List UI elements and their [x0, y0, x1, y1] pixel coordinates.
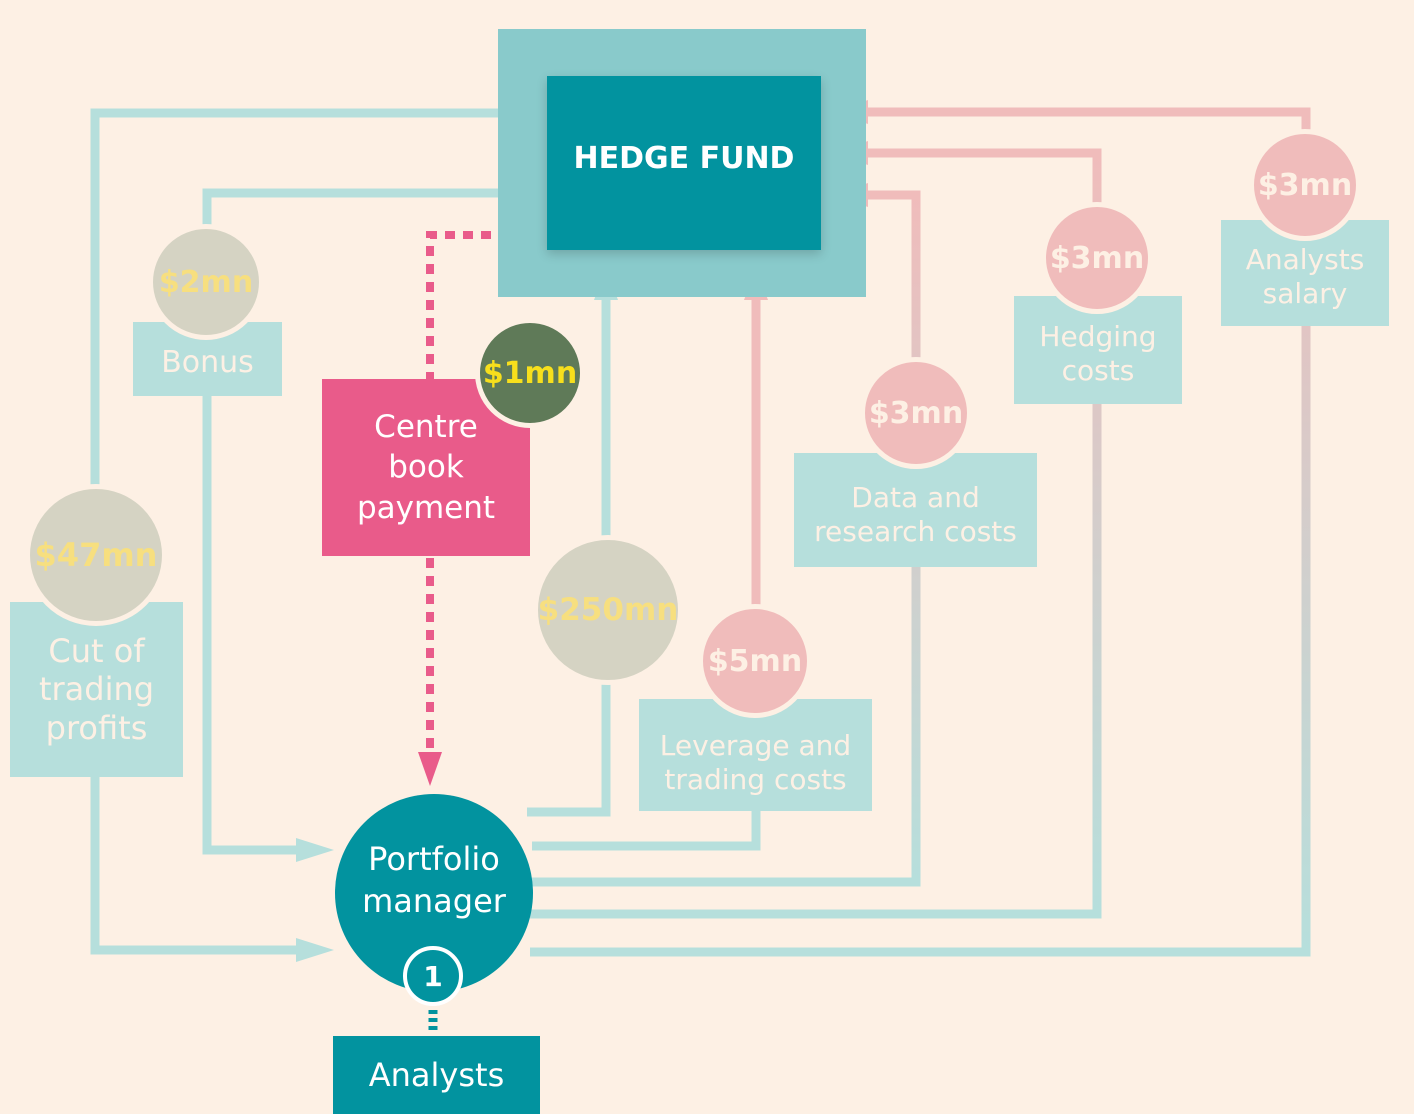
hedging-line — [530, 148, 1102, 919]
salary-amount: $3mn — [1249, 129, 1361, 241]
salary-label: Analysts salary — [1245, 243, 1365, 310]
leverage-amount: $5mn — [698, 604, 812, 718]
centre-book-arrowhead — [418, 752, 442, 786]
data-amount: $3mn — [860, 357, 972, 469]
bonus-amount: $2mn — [148, 224, 264, 340]
data-box: Data and research costs — [794, 453, 1037, 567]
data-label: Data and research costs — [814, 481, 1017, 548]
capital-amount: $250mn — [533, 535, 683, 685]
trading-profits-label: Cut of trading profits — [38, 631, 155, 747]
salary-box: Analysts salary — [1221, 220, 1389, 326]
hedging-label: Hedging costs — [1039, 320, 1157, 387]
hedge-fund-box: HEDGE FUND — [547, 76, 821, 250]
capital-line — [527, 290, 611, 817]
centre-book-label: Centre book payment — [356, 409, 496, 526]
bonus-label: Bonus — [161, 345, 254, 380]
analysts-box: Analysts — [333, 1036, 540, 1114]
salary-line — [530, 107, 1311, 957]
centre-book-amount: $1mn — [475, 318, 585, 428]
bonus-arrowhead — [296, 838, 334, 862]
portfolio-manager-badge: 1 — [403, 946, 463, 1006]
hedging-box: Hedging costs — [1014, 296, 1182, 404]
trading-profits-arrowhead — [296, 938, 334, 962]
bonus-line — [202, 188, 547, 855]
hedge-fund-title: HEDGE FUND — [573, 140, 795, 176]
leverage-label: Leverage and trading costs — [659, 729, 852, 796]
hedging-amount: $3mn — [1041, 202, 1153, 314]
analysts-label: Analysts — [368, 1056, 505, 1094]
bonus-box: Bonus — [133, 322, 282, 396]
trading-profits-box: Cut of trading profits — [10, 602, 183, 777]
leverage-line-bottom — [532, 800, 761, 851]
leverage-box: Leverage and trading costs — [639, 699, 872, 811]
portfolio-manager-label: Portfolio manager — [362, 840, 506, 920]
trading-profits-amount: $47mn — [25, 484, 167, 626]
